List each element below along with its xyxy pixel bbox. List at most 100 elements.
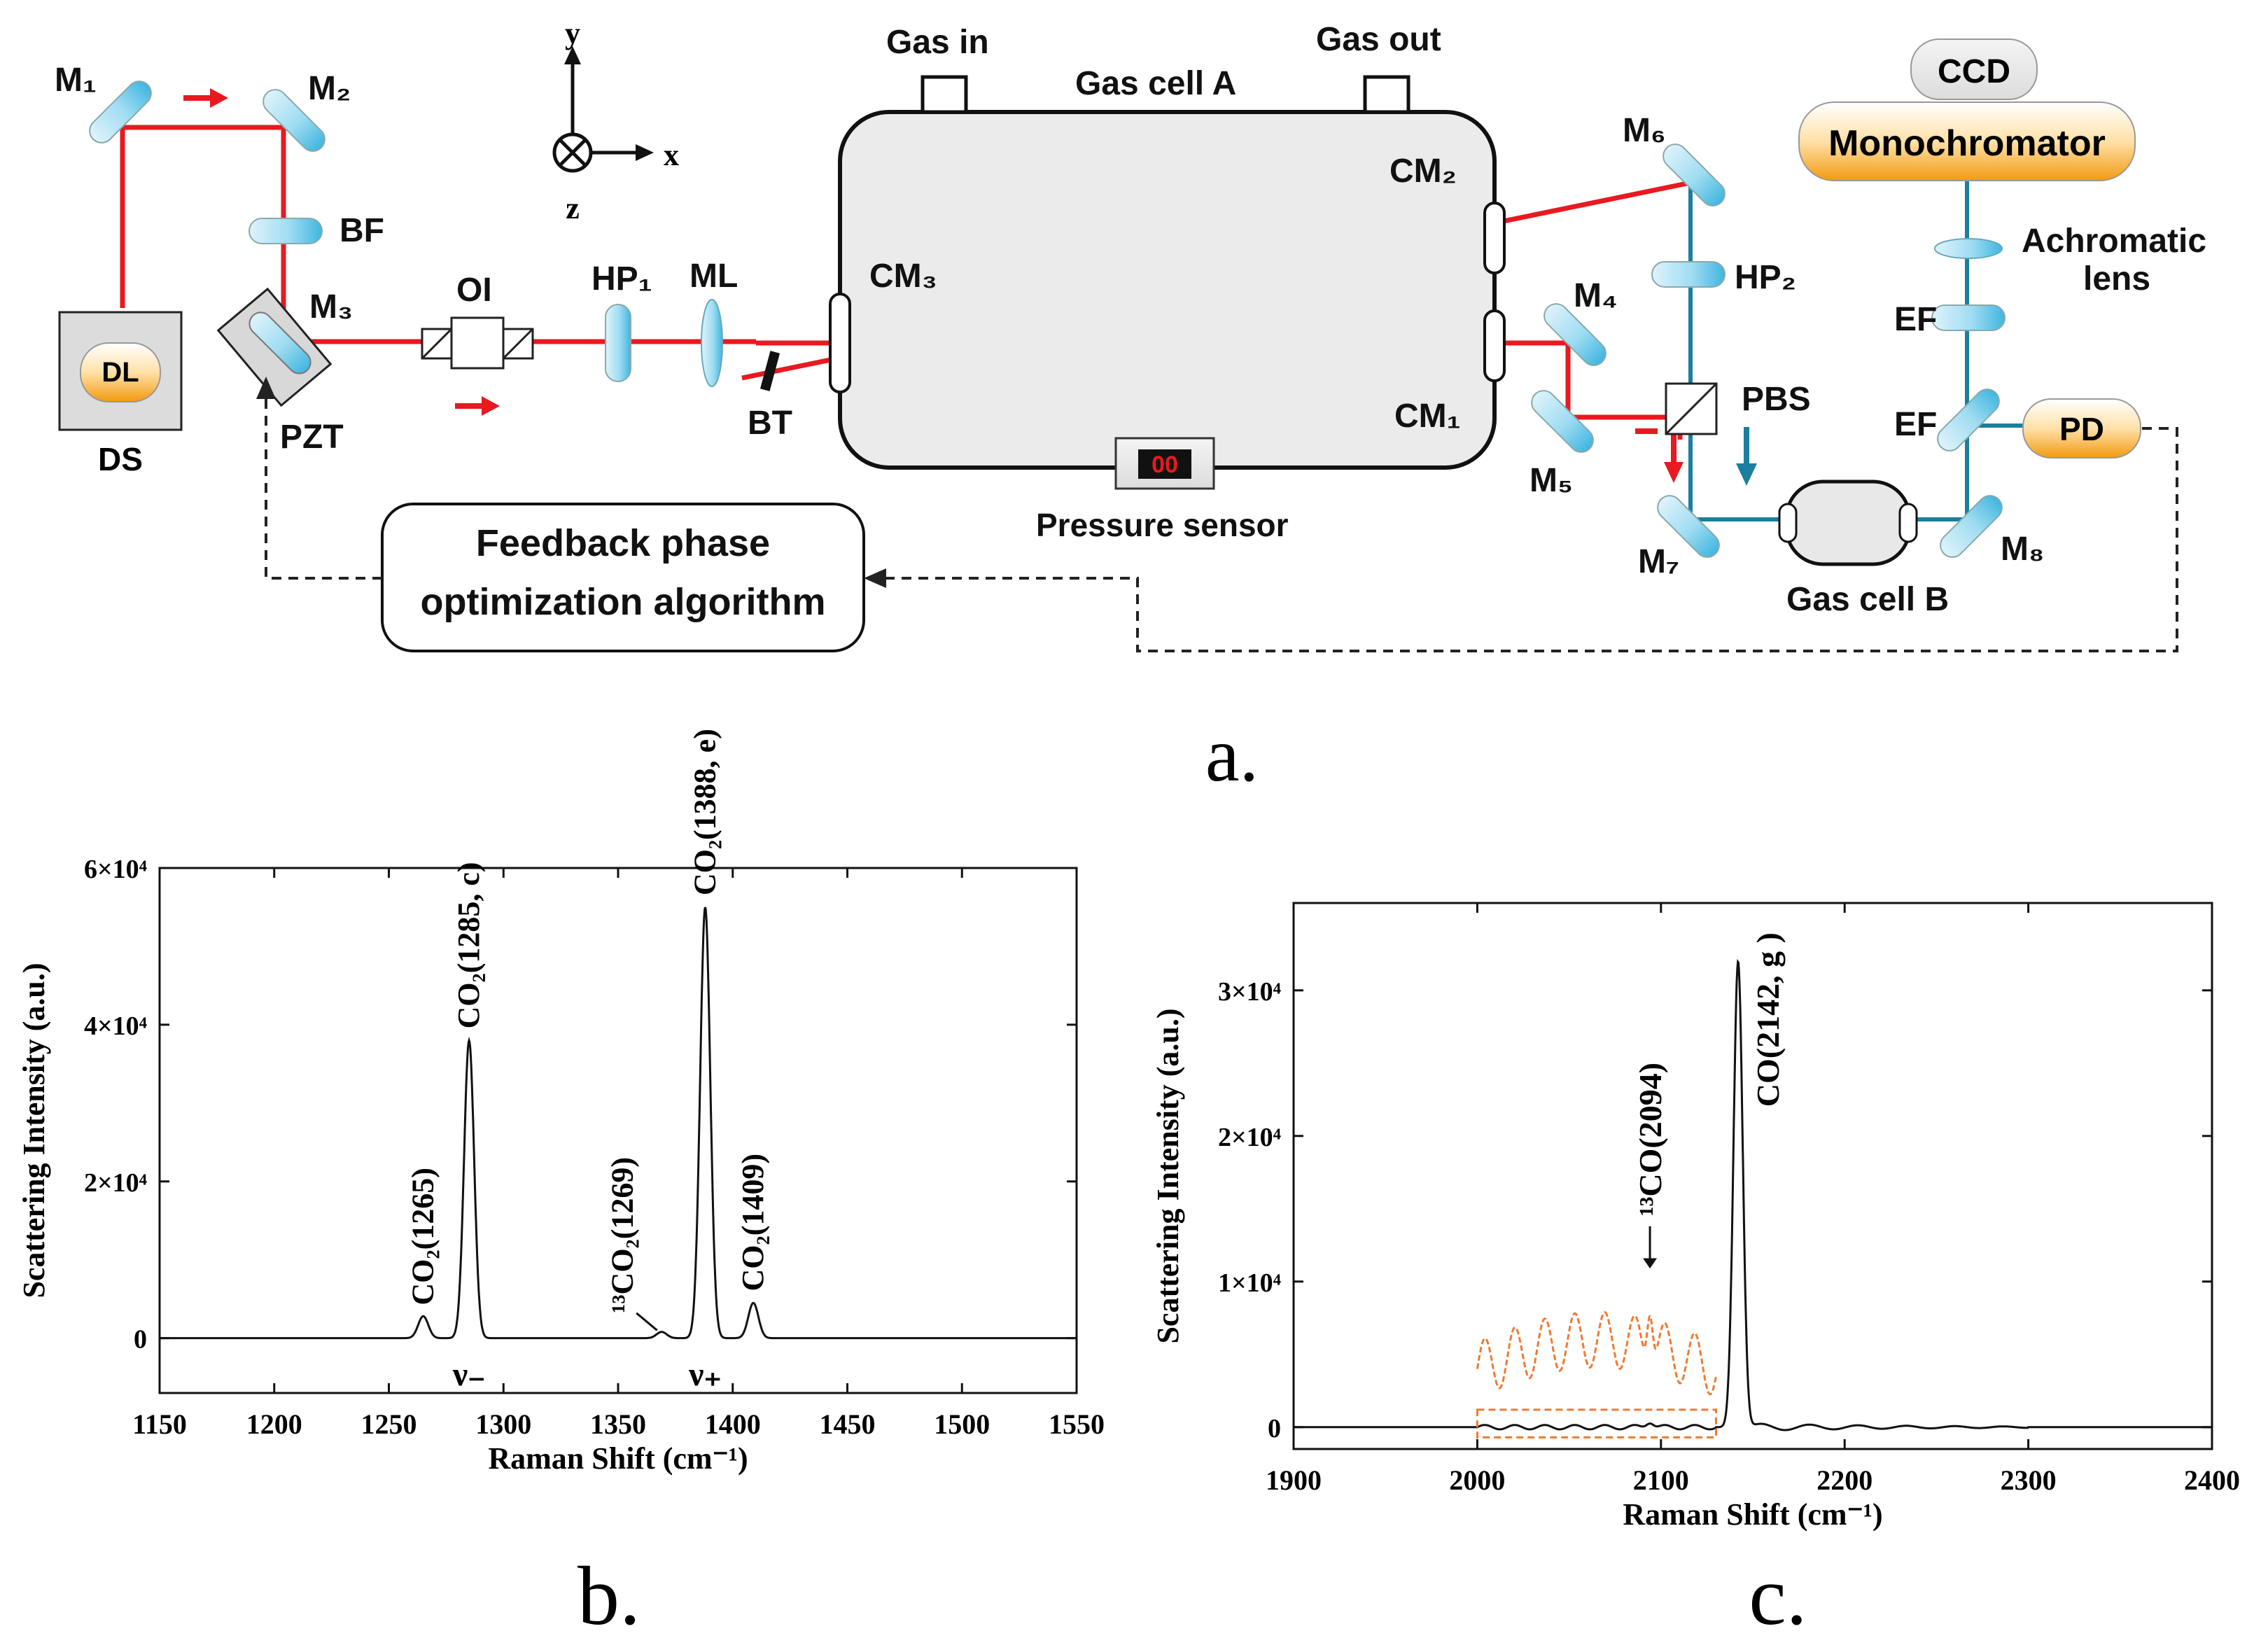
y-tick-label: 0 [1268, 1414, 1281, 1443]
spectrum-series [1294, 958, 2212, 1432]
optical-isolator [421, 316, 534, 370]
polarizing-beam-splitter [1665, 382, 1718, 435]
panel-label-c: c. [1749, 1549, 1807, 1642]
bf-label: BF [340, 212, 384, 249]
diode-laser: DL DS [58, 311, 183, 477]
gas-cell-a: 00 [829, 75, 1506, 490]
m4-label: M₄ [1574, 277, 1618, 314]
x-tick-label: 1150 [132, 1408, 187, 1440]
feedback-label-1: Feedback phase [476, 522, 770, 564]
band-label-minus: ν₋ [452, 1356, 486, 1393]
spectrometer: CCD Monochromator [1798, 38, 2136, 181]
panel-label-a: a. [1205, 712, 1259, 797]
zoom-box [1476, 1408, 1718, 1438]
y-tick-label: 4×10⁴ [84, 1011, 148, 1041]
gas-cell-b-label: Gas cell B [1786, 581, 1949, 618]
magnified-series [1476, 1311, 1717, 1396]
pbs-label: PBS [1742, 381, 1811, 418]
x-tick-label: 1900 [1266, 1464, 1322, 1496]
gas-out-label: Gas out [1316, 21, 1441, 58]
photodetector: PD [2022, 398, 2141, 458]
mirror-m4 [1544, 303, 1606, 366]
x-tick-label: 2200 [1816, 1464, 1872, 1496]
ccd-label: CCD [1938, 53, 2010, 90]
peak-annotation: CO(2142, g ) [1750, 932, 1786, 1107]
panel-label-b: b. [578, 1549, 640, 1642]
edge-filter-bottom [1937, 388, 2000, 451]
peak-annotation: CO₂(1285, c) [451, 862, 486, 1028]
hp2-label: HP₂ [1735, 259, 1796, 296]
x-tick-label: 2400 [2184, 1464, 2240, 1496]
y-axis-label: Scattering Intensity (a.u.) [17, 962, 51, 1298]
x-tick-label: 2000 [1449, 1464, 1505, 1496]
band-label-plus: ν₊ [688, 1356, 722, 1393]
plot-frame [158, 867, 1078, 1394]
gas-cell-a-label: Gas cell A [1075, 65, 1236, 102]
peak-annotation: CO₂(1265) [406, 1168, 440, 1306]
dl-label: DL [102, 357, 139, 388]
mode-matching-lens [701, 299, 723, 387]
achromatic-label-2: lens [2083, 260, 2150, 298]
mirror-m8 [1940, 495, 2003, 558]
annotation-arrow [636, 1312, 658, 1331]
oi-label: OI [456, 272, 492, 309]
x-tick-label: 1450 [820, 1408, 876, 1440]
m6-label: M₆ [1623, 112, 1666, 149]
feedback-loop [265, 399, 2178, 652]
mirror-m5 [1531, 390, 1594, 453]
mirror-m6 [1662, 144, 1726, 206]
filter-bf [248, 218, 323, 244]
peak-annotation: ¹³CO₂(1269) [606, 1157, 640, 1313]
mirror-m2 [262, 89, 326, 152]
pressure-sensor-label: Pressure sensor [1036, 507, 1289, 543]
m5-label: M₅ [1530, 462, 1573, 499]
beam-trap [760, 351, 780, 391]
x-tick-label: 1400 [705, 1408, 761, 1440]
annotation-arrowhead [1643, 1258, 1658, 1269]
bt-label: BT [748, 405, 792, 442]
ds-label: DS [98, 441, 143, 477]
y-tick-label: 2×10⁴ [1218, 1123, 1282, 1152]
axis-z-label: z [566, 191, 580, 225]
ml-label: ML [690, 258, 738, 295]
x-tick-label: 1350 [590, 1408, 646, 1440]
x-tick-label: 1500 [934, 1408, 990, 1440]
m8-label: M₈ [2001, 531, 2044, 568]
halfwave-plate-hp1 [605, 304, 631, 382]
edge-filter-top [1931, 304, 2005, 331]
x-tick-label: 2100 [1633, 1464, 1689, 1496]
cm1-label: CM₁ [1394, 398, 1461, 435]
achromatic-lens [1934, 238, 2003, 259]
mirror-m1 [89, 80, 152, 144]
x-tick-label: 2300 [2001, 1464, 2057, 1496]
m1-label: M₁ [55, 62, 97, 99]
y-tick-label: 3×10⁴ [1218, 977, 1282, 1007]
plot-frame [1292, 902, 2213, 1450]
chart-c: 1900 2000 2100 2200 2300 2400 0 1×10⁴ 2×10⁴ 3×10⁴… [1151, 902, 2240, 1532]
y-tick-label: 1×10⁴ [1218, 1268, 1282, 1298]
spectrum-series [160, 906, 1077, 1340]
x-axis-label: Raman Shift (cm⁻¹) [1623, 1497, 1882, 1532]
y-axis-label: Scattering Intensity (a.u.) [1151, 1008, 1185, 1343]
axis-y-label: y [565, 16, 580, 50]
x-tick-label: 1200 [246, 1408, 302, 1440]
ef-bottom-label: EF [1894, 406, 1937, 443]
setup-diagram: DL DS [55, 16, 2206, 797]
pzt-mirror [216, 287, 332, 407]
y-tick-label: 0 [134, 1325, 147, 1354]
x-axis-label: Raman Shift (cm⁻¹) [488, 1441, 748, 1476]
beam-direction-arrow [183, 88, 1684, 483]
pzt-label: PZT [280, 419, 344, 456]
pd-label: PD [2059, 411, 2104, 447]
coordinate-axes [552, 56, 644, 173]
m3-label: M₃ [309, 288, 353, 326]
y-tick-label: 2×10⁴ [84, 1168, 148, 1198]
stokes-direction-arrow [1736, 427, 1757, 486]
feedback-label-2: optimization algorithm [421, 581, 826, 623]
peak-annotation: CO₂(1409) [736, 1154, 770, 1292]
hp1-label: HP₁ [592, 260, 652, 298]
peak-annotation: ¹³CO(2094) [1632, 1063, 1668, 1216]
pzt-arrowhead [256, 377, 276, 399]
